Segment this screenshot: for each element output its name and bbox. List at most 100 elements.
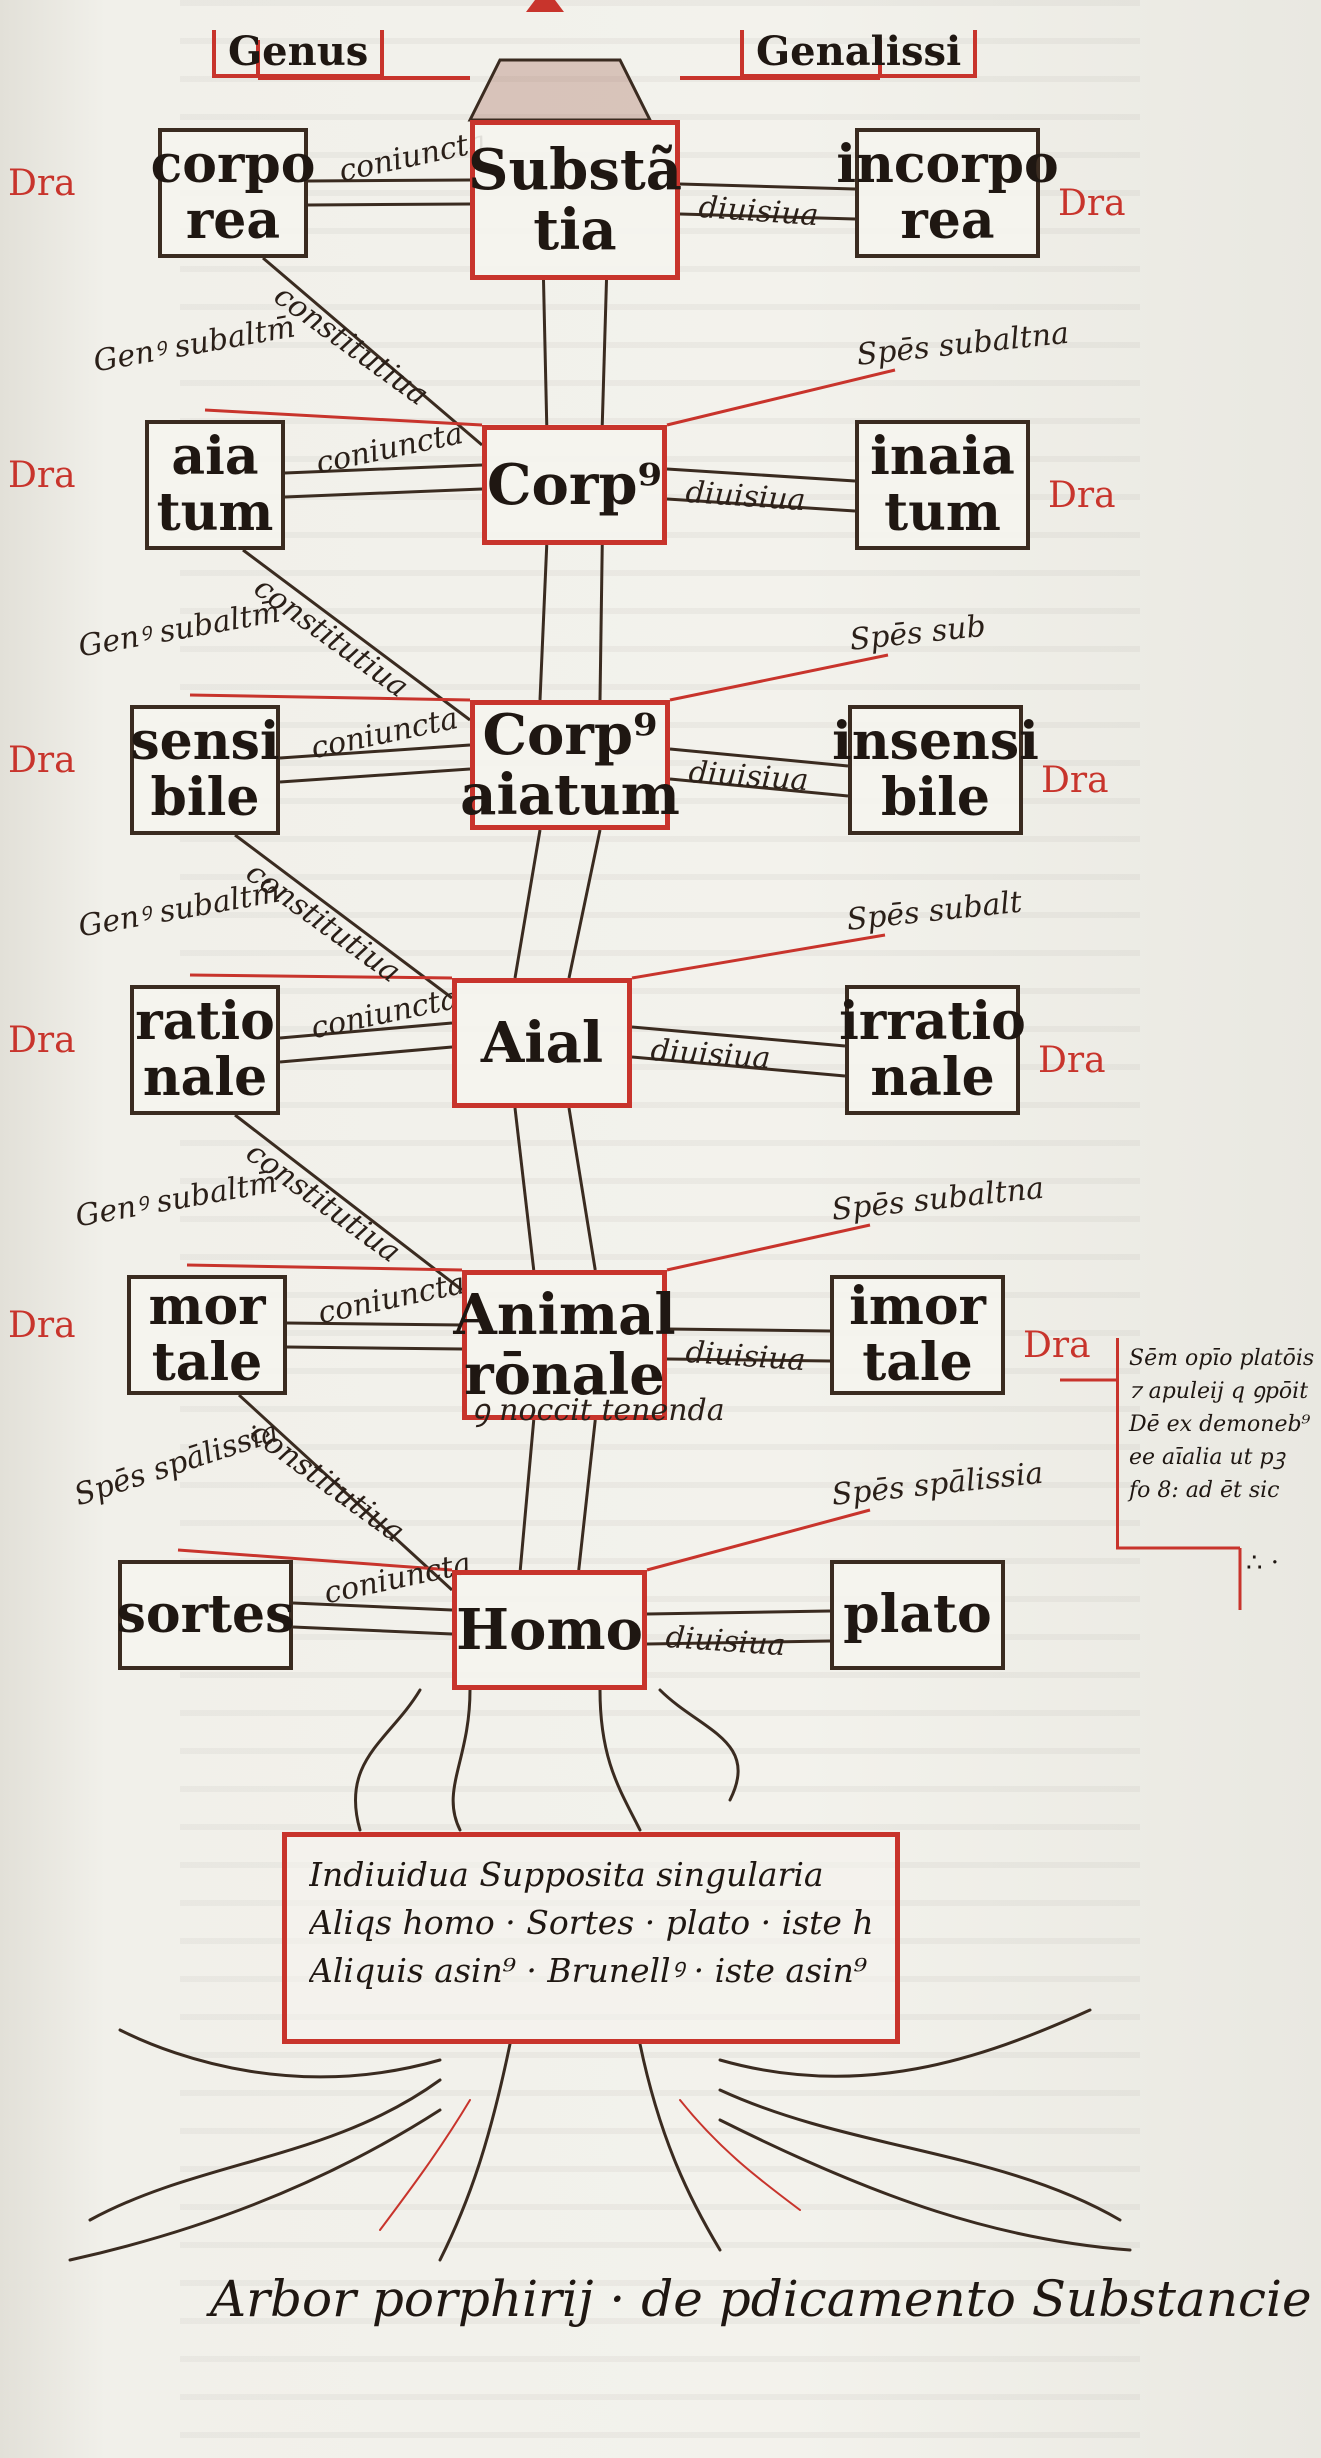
conjunct-line-a-3 (279, 1021, 453, 1040)
divisive-line-a-3 (631, 1025, 846, 1048)
crown-ornament (526, 0, 564, 12)
center-sublabel-4: ꝯ noccit tenenda (472, 1393, 725, 1428)
trunk-line-left-0 (542, 279, 549, 426)
node-right-4: imor tale (830, 1275, 1005, 1395)
trunk-lower (438, 2042, 722, 2262)
constitutive-line-3 (234, 1113, 463, 1292)
node-center-3: Aial (452, 978, 632, 1108)
subalt-species-link-4 (666, 1223, 871, 1272)
divisive-line-b-5 (646, 1639, 831, 1646)
node-left-5: sortes (117, 1560, 294, 1670)
node-right-2: insensi bile (832, 705, 1039, 835)
node-left-0: corpo rea (151, 128, 315, 258)
difference-label-right-0: Dra (1058, 183, 1126, 224)
difference-label-left-3: Dra (8, 1020, 76, 1061)
subalt-genus-link-2 (189, 693, 471, 702)
divisive-line-b-0 (679, 212, 856, 221)
constitutive-line-0 (262, 256, 483, 447)
subalt-species-link-1 (666, 368, 896, 427)
node-left-1: aia tum (145, 420, 285, 550)
node-center-2: Corp⁹ aiatum (460, 700, 680, 830)
conjunct-line-a-1 (284, 463, 483, 475)
diagram-title: Arbor porphirij · de pdicamento Substanc… (210, 2270, 1312, 2328)
subalt-genus-link-1 (204, 408, 483, 427)
divisive-line-a-1 (666, 467, 856, 483)
difference-label-right-3: Dra (1038, 1040, 1106, 1081)
margin-note: Sēm opīo platōis ⁊ apuleij q ꝯpōit Dē ex… (1116, 1338, 1321, 1548)
node-center-0: Substã tia (468, 120, 682, 280)
trunk-line-left-1 (538, 544, 549, 701)
node-left-3: ratio nale (130, 985, 280, 1115)
divisive-line-b-3 (631, 1055, 846, 1078)
conjunct-line-b-1 (284, 487, 483, 499)
subalt-genus-link-3 (189, 973, 453, 980)
conjunct-line-b-3 (279, 1045, 453, 1064)
roots-right (718, 2008, 1132, 2252)
divisive-line-b-2 (669, 777, 849, 798)
difference-label-left-1: Dra (8, 455, 76, 496)
crown-drape (467, 58, 653, 122)
trunk-line-right-3 (567, 1107, 597, 1271)
difference-label-left-0: Dra (8, 163, 76, 204)
margin-note-line-5: fo 8: ad ēt sic (1129, 1478, 1280, 1503)
conjunct-line-b-0 (307, 202, 471, 207)
conjunct-line-a-0 (307, 178, 471, 183)
conjunct-line-a-2 (279, 743, 471, 760)
margin-note-line-2: ⁊ apuleij q ꝯpōit (1129, 1379, 1309, 1404)
trunk-line-right-0 (600, 279, 608, 426)
subalt-species-link-5 (646, 1508, 871, 1572)
individua-line-1: Indiuidua Supposita singularia (309, 1855, 824, 1894)
trunk-line-right-2 (567, 829, 602, 979)
conjunct-line-a-4 (286, 1321, 463, 1327)
individua-box: Indiuidua Supposita singularia Aliqs hom… (282, 1832, 900, 2044)
trunk-line-right-4 (577, 1419, 597, 1571)
conjunct-line-b-5 (292, 1625, 453, 1636)
node-left-4: mor tale (127, 1275, 287, 1395)
node-right-1: inaia tum (855, 420, 1030, 550)
divisive-line-b-4 (666, 1357, 831, 1363)
margin-note-line-3: Dē ex demoneb⁹ (1129, 1412, 1311, 1437)
constitutive-line-1 (242, 548, 471, 722)
margin-note-line-4: ee aīalia ut pꝫ (1129, 1445, 1285, 1470)
difference-label-left-2: Dra (8, 740, 76, 781)
subalt-species-link-3 (631, 933, 886, 980)
margin-note-line-1: Sēm opīo platōis (1129, 1346, 1315, 1371)
subalt-species-link-2 (669, 653, 889, 702)
subalt-genus-link-4 (186, 1263, 463, 1272)
difference-label-right-2: Dra (1041, 760, 1109, 801)
node-right-0: incorpo rea (836, 128, 1059, 258)
divisive-line-a-5 (646, 1609, 831, 1616)
divisive-line-a-0 (679, 182, 856, 191)
difference-label-left-4: Dra (8, 1305, 76, 1346)
margin-note-dots: ∴ · (1246, 1548, 1280, 1578)
individua-line-2: Aliqs homo · Sortes · plato · iste homo (309, 1902, 873, 1942)
conjunct-line-a-5 (292, 1601, 453, 1612)
divisive-line-b-1 (666, 497, 856, 513)
roots-red-accents (379, 2099, 801, 2231)
constitutive-line-2 (234, 833, 453, 1000)
trunk-line-left-2 (513, 829, 542, 979)
trunk-line-left-3 (513, 1107, 536, 1271)
node-right-5: plato (830, 1560, 1005, 1670)
bleed-through-text (180, 0, 1140, 2458)
genus-label-right: Genalissi (740, 30, 978, 78)
difference-label-right-4: Dra (1023, 1325, 1091, 1366)
genus-label-left: Genus (212, 30, 385, 78)
node-left-2: sensi bile (130, 705, 280, 835)
constitutive-line-4 (237, 1393, 454, 1592)
roots-left (68, 2028, 442, 2262)
node-center-1: Corp⁹ (482, 425, 667, 545)
conjunct-line-b-2 (279, 767, 471, 784)
difference-label-right-1: Dra (1048, 475, 1116, 516)
trunk-branches (353, 1688, 740, 1832)
subalt-genus-link-5 (177, 1548, 453, 1572)
node-right-3: irratio nale (839, 985, 1026, 1115)
trunk-line-right-1 (598, 544, 604, 701)
divisive-line-a-4 (666, 1327, 831, 1333)
node-center-5: Homo (452, 1570, 647, 1690)
divisive-line-a-2 (669, 747, 849, 768)
trunk-line-left-4 (518, 1419, 536, 1571)
conjunct-line-b-4 (286, 1345, 463, 1351)
